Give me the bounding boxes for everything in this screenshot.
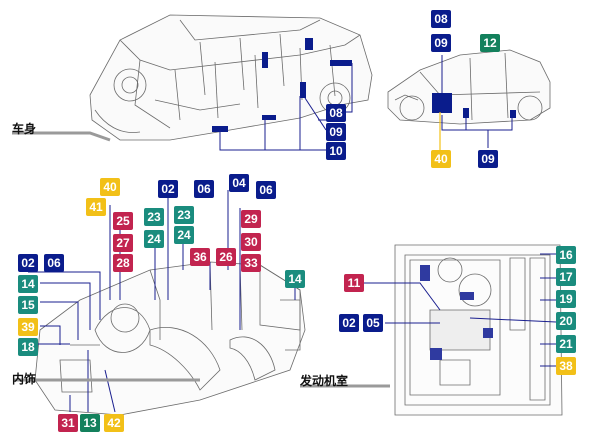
part-badge[interactable]: 05 — [363, 314, 383, 332]
part-badge[interactable]: 02 — [158, 180, 178, 198]
part-badge[interactable]: 40 — [431, 150, 451, 168]
part-badge[interactable]: 08 — [326, 104, 346, 122]
part-badge[interactable]: 02 — [18, 254, 38, 272]
part-badge[interactable]: 02 — [339, 314, 359, 332]
part-badge[interactable]: 09 — [326, 123, 346, 141]
part-badge[interactable]: 30 — [241, 233, 261, 251]
part-badge[interactable]: 06 — [194, 180, 214, 198]
engine-bay-drawing — [394, 244, 563, 416]
part-badge[interactable]: 13 — [80, 414, 100, 432]
interior-drawing — [34, 261, 306, 416]
part-badge[interactable]: 24 — [144, 230, 164, 248]
part-badge[interactable]: 23 — [144, 208, 164, 226]
part-badge[interactable]: 06 — [256, 181, 276, 199]
sedan-leader-lines — [441, 55, 513, 148]
body-leader-lines — [219, 63, 353, 151]
van-body-drawing — [89, 14, 373, 141]
section-label-engine: 发动机室 — [300, 374, 349, 388]
body-section-underline — [12, 131, 111, 142]
part-badge[interactable]: 21 — [556, 335, 576, 353]
part-badge[interactable]: 10 — [326, 142, 346, 160]
part-badge[interactable]: 04 — [229, 174, 249, 192]
part-badge[interactable]: 11 — [344, 274, 364, 292]
part-badge[interactable]: 28 — [113, 254, 133, 272]
sedan-parts — [432, 93, 516, 118]
part-badge[interactable]: 12 — [480, 34, 500, 52]
sedan-drawing — [387, 49, 551, 125]
part-badge[interactable]: 15 — [18, 296, 38, 314]
part-badge[interactable]: 08 — [431, 10, 451, 28]
part-badge[interactable]: 39 — [18, 318, 38, 336]
part-badge[interactable]: 17 — [556, 268, 576, 286]
part-badge[interactable]: 23 — [174, 206, 194, 224]
part-badge[interactable]: 36 — [190, 248, 210, 266]
part-badge[interactable]: 25 — [113, 212, 133, 230]
section-label-interior: 内饰 — [12, 372, 37, 386]
part-badge[interactable]: 09 — [478, 150, 498, 168]
engine-bay-parts — [420, 265, 493, 360]
part-badge[interactable]: 06 — [44, 254, 64, 272]
van-body-parts — [212, 38, 352, 132]
part-badge[interactable]: 40 — [100, 178, 120, 196]
part-badge[interactable]: 42 — [104, 414, 124, 432]
part-badge[interactable]: 14 — [285, 270, 305, 288]
part-badge[interactable]: 31 — [58, 414, 78, 432]
part-badge[interactable]: 18 — [18, 338, 38, 356]
part-badge[interactable]: 14 — [18, 275, 38, 293]
part-badge[interactable]: 27 — [113, 234, 133, 252]
part-badge[interactable]: 20 — [556, 312, 576, 330]
part-badge[interactable]: 26 — [216, 248, 236, 266]
part-badge[interactable]: 41 — [86, 198, 106, 216]
part-badge[interactable]: 24 — [174, 226, 194, 244]
part-badge[interactable]: 19 — [556, 290, 576, 308]
part-badge[interactable]: 16 — [556, 246, 576, 264]
part-badge[interactable]: 38 — [556, 357, 576, 375]
part-badge[interactable]: 29 — [241, 210, 261, 228]
section-label-body: 车身 — [12, 122, 37, 136]
engine-leader-lines — [364, 253, 557, 367]
part-badge[interactable]: 09 — [431, 34, 451, 52]
part-badge[interactable]: 33 — [241, 254, 261, 272]
